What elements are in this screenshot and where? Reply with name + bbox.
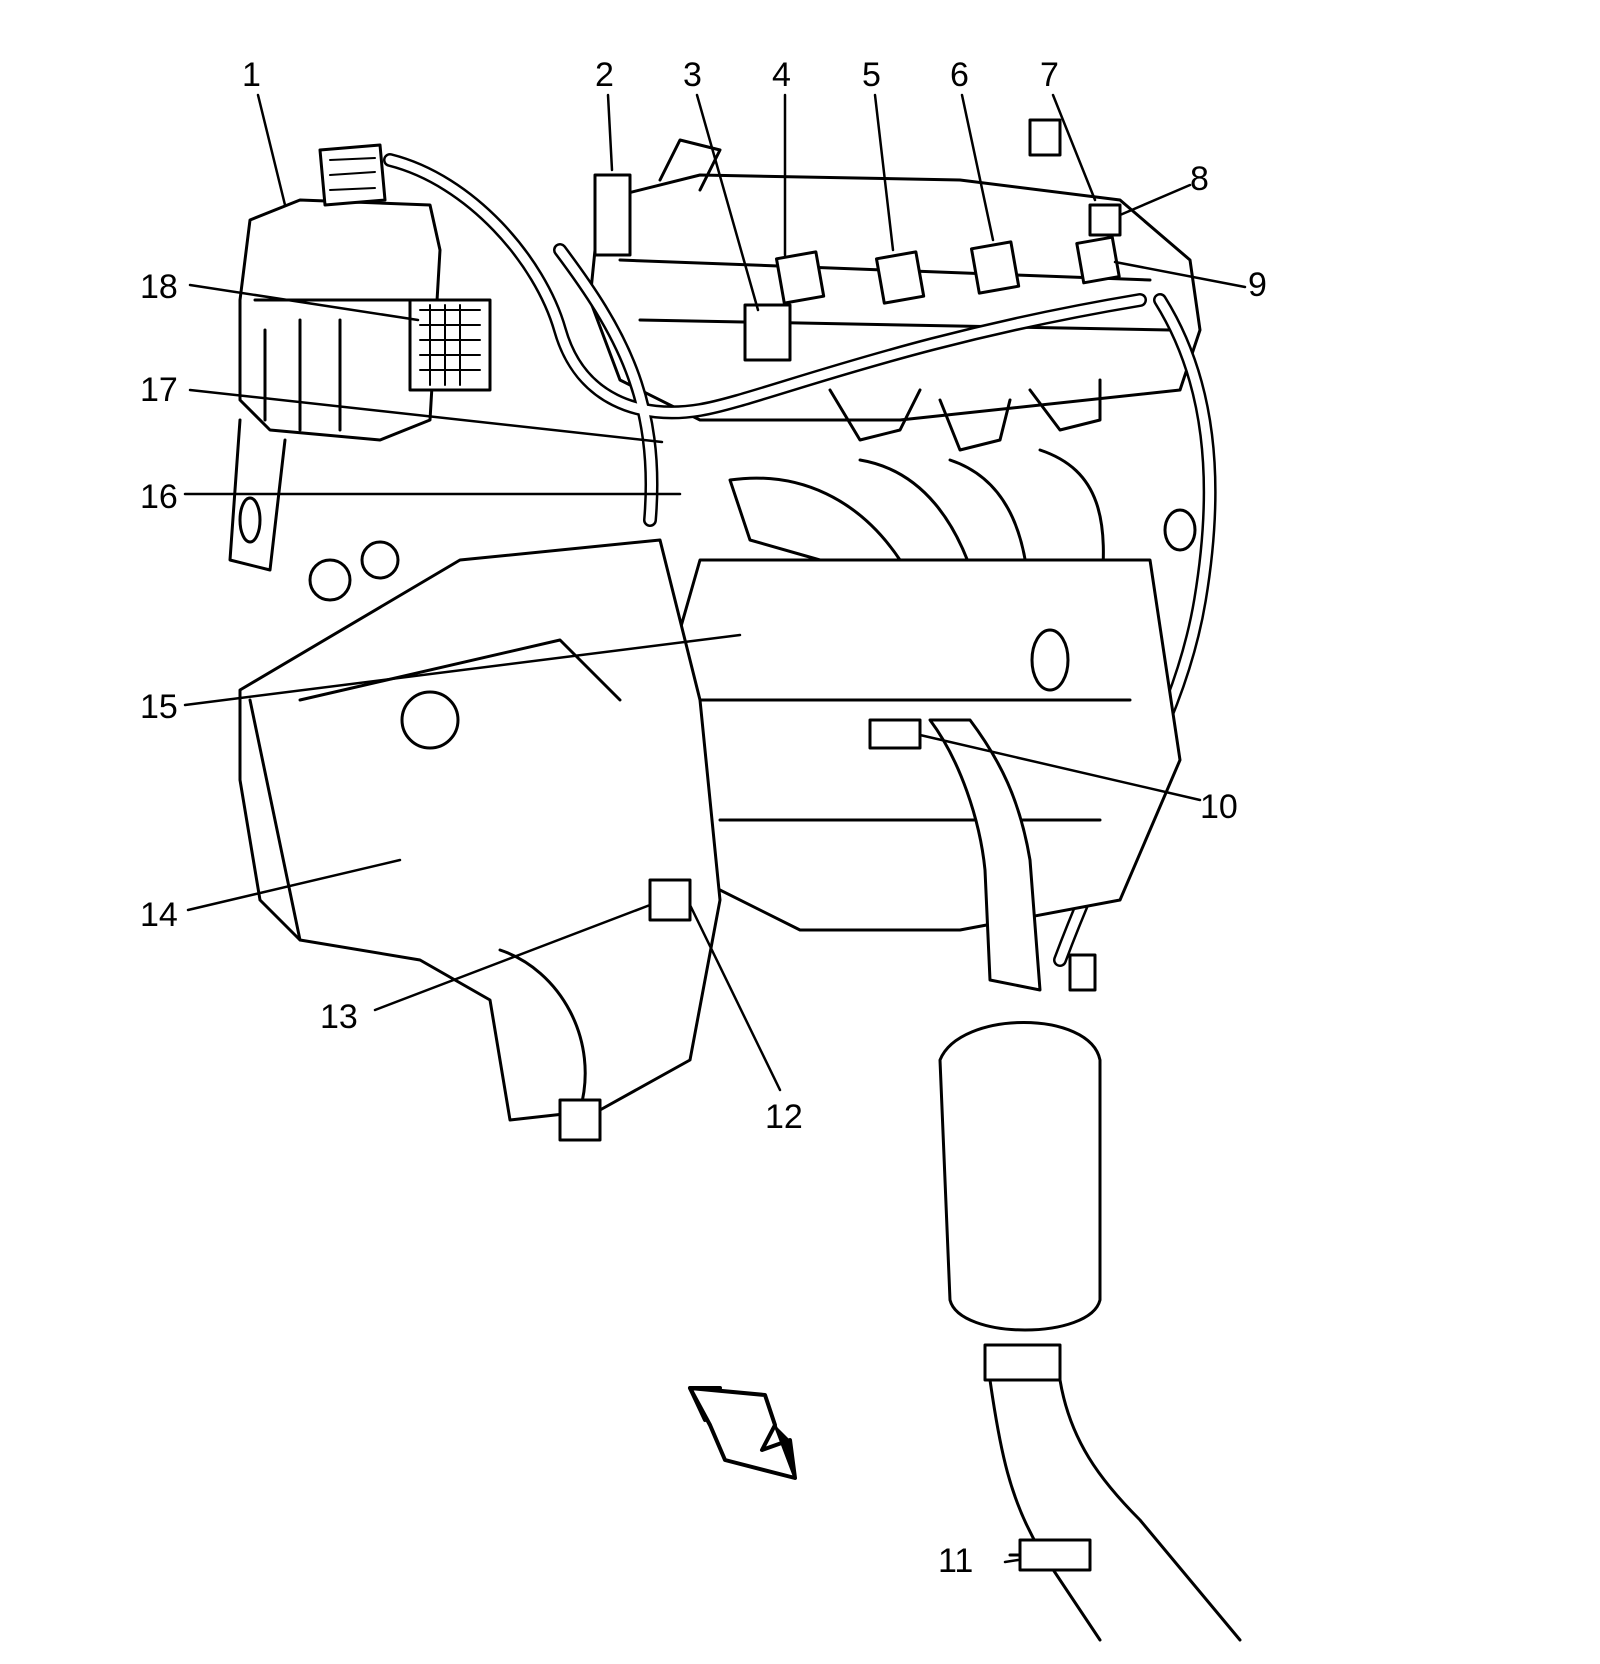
callout-17: 17 (140, 371, 178, 409)
callout-12: 12 (765, 1098, 803, 1136)
callout-11: 11 (938, 1542, 974, 1580)
callout-14: 14 (140, 896, 178, 934)
callout-10: 10 (1200, 788, 1238, 826)
callout-3: 3 (683, 56, 702, 94)
front-direction-arrow-icon (688, 1386, 797, 1480)
callout-9: 9 (1248, 266, 1267, 304)
callout-6: 6 (950, 56, 969, 94)
callout-18: 18 (140, 268, 178, 306)
callout-15: 15 (140, 688, 178, 726)
oxygen-sensors (648, 718, 1097, 1572)
callout-2: 2 (595, 56, 614, 94)
transaxle (238, 538, 722, 1142)
callout-16: 16 (140, 478, 178, 516)
coil-connectors (593, 118, 1122, 362)
engine-control-module (228, 143, 492, 572)
engine-block (658, 508, 1197, 932)
callout-4: 4 (772, 56, 791, 94)
callout-7: 7 (1040, 56, 1059, 94)
callout-5: 5 (862, 56, 881, 94)
leader-lines (183, 93, 1247, 1564)
callout-13: 13 (320, 998, 358, 1036)
catalytic-converter (928, 718, 1242, 1642)
callout-8: 8 (1190, 160, 1209, 198)
callout-1: 1 (242, 56, 261, 94)
